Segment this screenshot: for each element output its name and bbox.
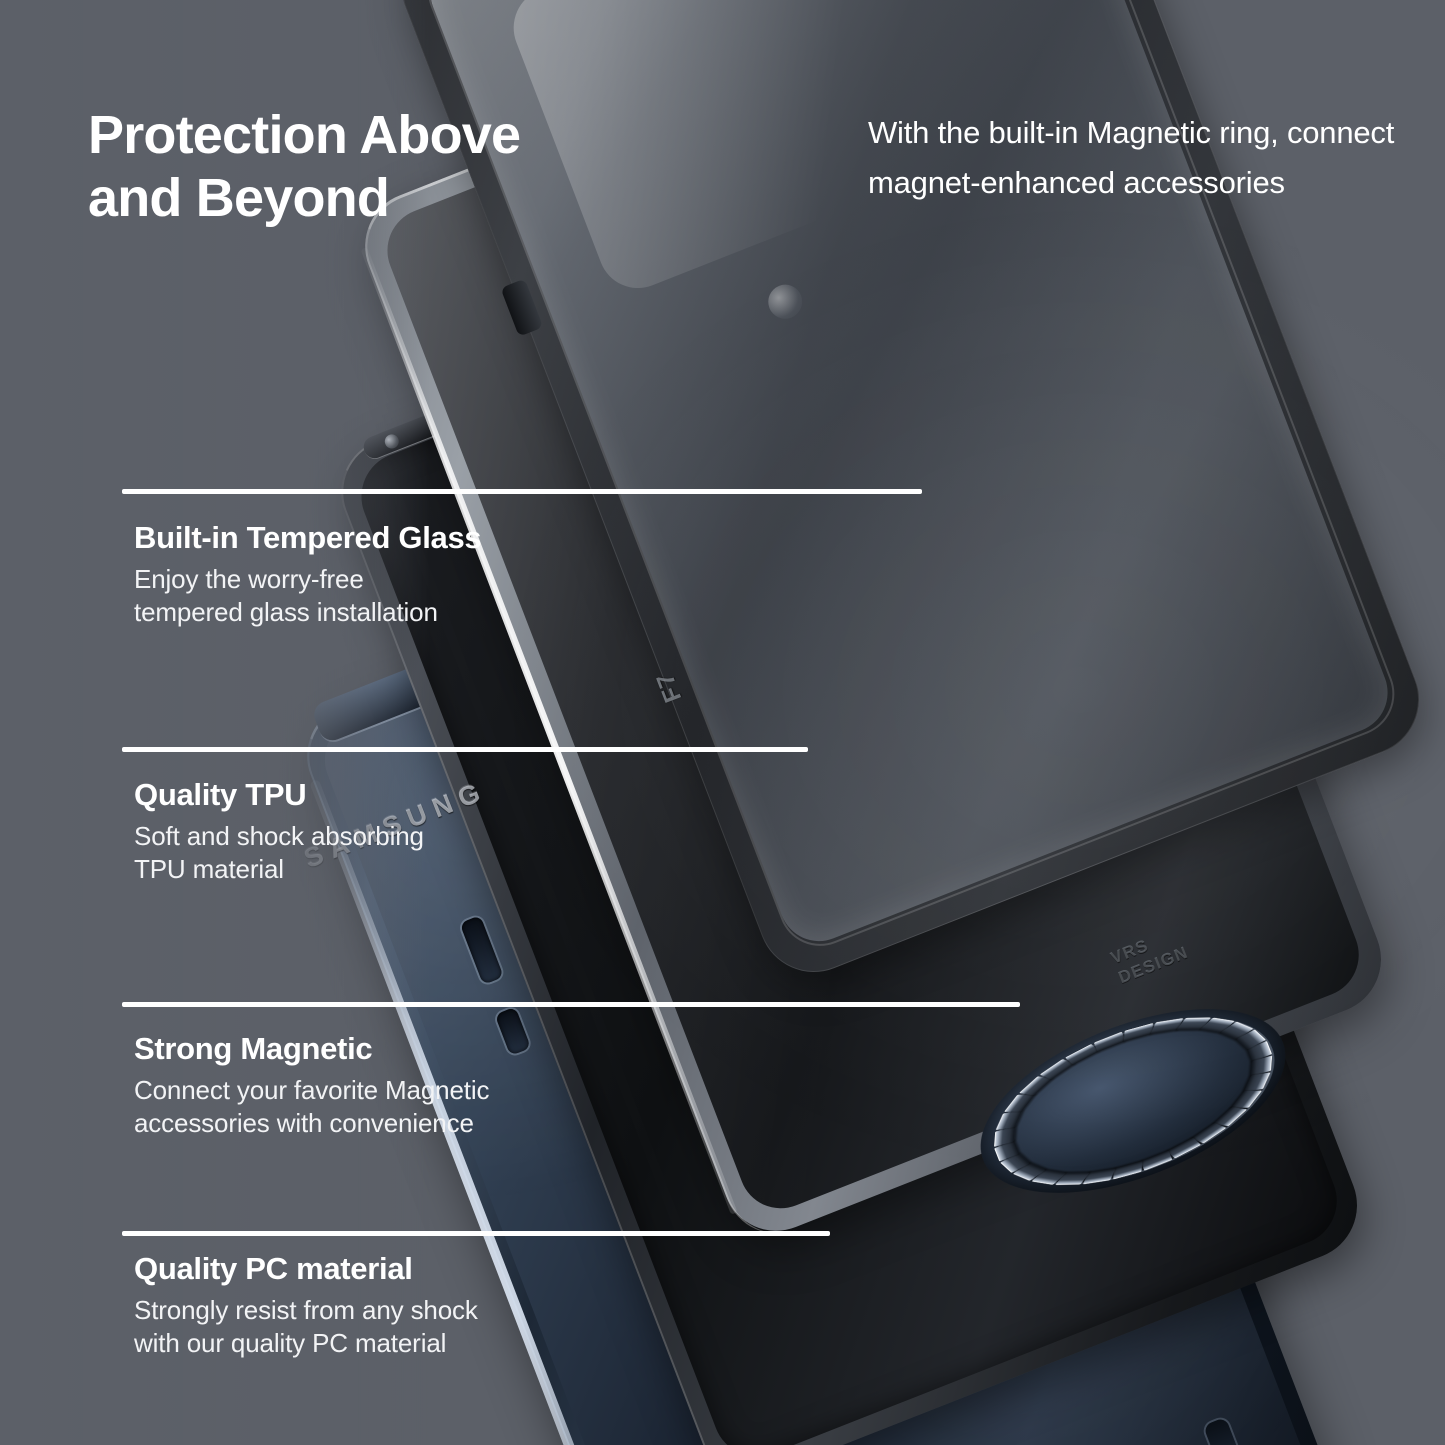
tpu-marking-label: F7 bbox=[651, 668, 688, 706]
magnet-segment bbox=[1236, 1029, 1266, 1050]
magnet-segment bbox=[1213, 1107, 1248, 1127]
page-title: Protection Above and Beyond bbox=[88, 105, 521, 229]
magnet-segment bbox=[1065, 1043, 1100, 1065]
magnet-segment bbox=[1191, 1122, 1227, 1144]
magnet-segment bbox=[1176, 1017, 1211, 1030]
magnet-segment bbox=[994, 1140, 1019, 1162]
magnet-segment bbox=[1167, 1137, 1202, 1159]
feature-divider-3 bbox=[122, 1002, 1020, 1007]
magnet-segment bbox=[1039, 1059, 1075, 1080]
feature-block-tempered-glass: Built-in Tempered Glass Enjoy the worry-… bbox=[134, 520, 604, 630]
feature-block-quality-tpu: Quality TPU Soft and shock absorbing TPU… bbox=[134, 777, 604, 887]
magnet-segment bbox=[1243, 1072, 1271, 1092]
magnet-segment bbox=[1004, 1094, 1036, 1112]
pc-plate-clip-lower bbox=[1203, 1416, 1245, 1445]
magnet-segment bbox=[1123, 1022, 1154, 1042]
magnet-segment bbox=[993, 1126, 1016, 1147]
magnetic-ring-well bbox=[955, 971, 1311, 1231]
glass-frame-corner-notch bbox=[500, 278, 544, 337]
magnet-segment bbox=[1019, 1076, 1053, 1096]
feature-divider-1 bbox=[122, 489, 922, 494]
magnet-segment bbox=[1150, 1018, 1184, 1034]
magnetic-ring-groove bbox=[975, 983, 1298, 1219]
feature-block-quality-pc: Quality PC material Strongly resist from… bbox=[134, 1251, 634, 1361]
magnet-segment bbox=[1113, 1160, 1143, 1180]
magnet-segment bbox=[1055, 1172, 1090, 1185]
pc-plate-button-cutout-volume bbox=[459, 915, 504, 985]
glass-pane-reflection-dot bbox=[763, 279, 808, 324]
vrs-secondary-emboss: VRS DESIGN bbox=[1108, 935, 1192, 987]
feature-title-2: Quality TPU bbox=[134, 777, 307, 812]
feature-title-3: Strong Magnetic bbox=[134, 1031, 373, 1066]
feature-desc-4: Strongly resist from any shock with our … bbox=[134, 1295, 478, 1359]
magnet-segment bbox=[1031, 1169, 1066, 1185]
magnet-segment bbox=[1220, 1021, 1254, 1040]
magnet-segment bbox=[1012, 1162, 1046, 1181]
pc-plate-top-bracket bbox=[310, 635, 507, 745]
feature-desc-1: Enjoy the worry-free tempered glass inst… bbox=[134, 564, 438, 628]
magnet-segment bbox=[1093, 1031, 1126, 1052]
magnet-segment bbox=[1140, 1150, 1173, 1171]
magnet-segment bbox=[1231, 1090, 1263, 1108]
magnetic-ring-note: With the built-in Magnetic ring, connect… bbox=[868, 115, 1395, 201]
magnet-segment bbox=[1000, 1153, 1030, 1173]
magnet-segment bbox=[1200, 1017, 1235, 1033]
feature-divider-4 bbox=[122, 1231, 830, 1236]
tpu-screw-detail bbox=[382, 432, 401, 451]
feature-divider-2 bbox=[122, 747, 808, 752]
feature-desc-2: Soft and shock absorbing TPU material bbox=[134, 821, 424, 885]
pc-plate-clip-upper bbox=[798, 726, 850, 805]
feature-title-1: Built-in Tempered Glass bbox=[134, 520, 482, 555]
feature-block-strong-magnetic: Strong Magnetic Connect your favorite Ma… bbox=[134, 1031, 634, 1141]
magnet-segment bbox=[995, 1110, 1023, 1131]
magnet-segment bbox=[1247, 1040, 1272, 1062]
feature-title-4: Quality PC material bbox=[134, 1251, 413, 1286]
magnet-segment bbox=[1082, 1168, 1116, 1185]
magnet-segment bbox=[1251, 1055, 1273, 1077]
feature-desc-3: Connect your favorite Magnetic accessori… bbox=[134, 1075, 490, 1139]
tpu-top-tab bbox=[360, 385, 508, 462]
